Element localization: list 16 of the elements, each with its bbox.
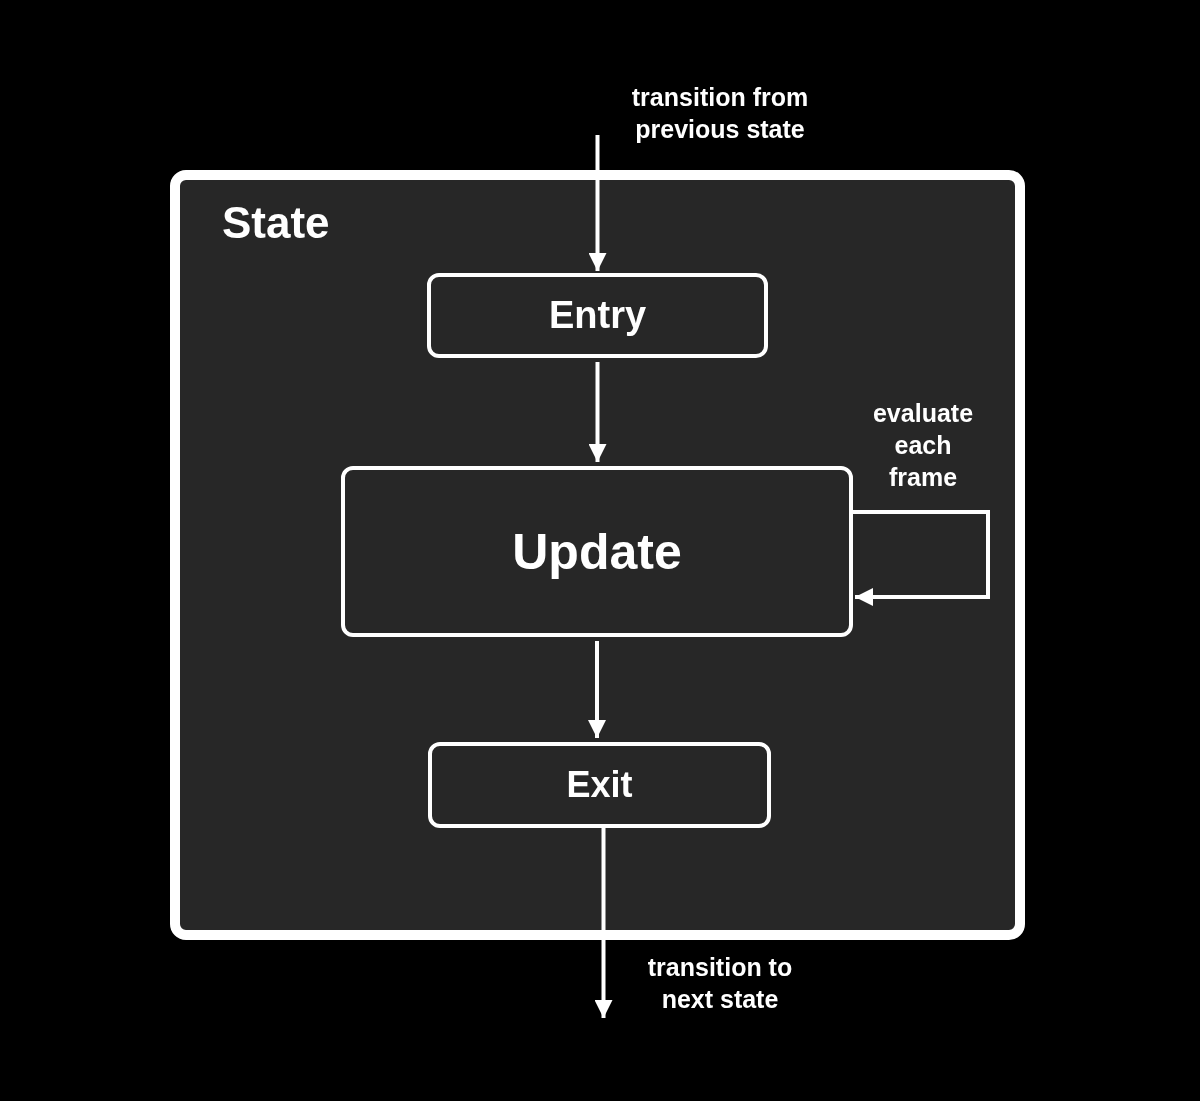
process-box	[427, 273, 768, 358]
edge-label: transition to next state	[646, 952, 794, 1015]
edge-label: evaluate each frame	[871, 398, 975, 493]
arrow	[594, 828, 613, 1018]
loop-arrow	[853, 510, 990, 606]
box-label: Entry	[548, 294, 647, 337]
box-label: Update	[512, 522, 682, 581]
box-label: Exit	[566, 764, 633, 806]
edge-label: transition from previous state	[630, 82, 810, 145]
process-box	[428, 742, 771, 828]
arrow	[588, 641, 606, 738]
arrow	[588, 135, 607, 271]
arrow	[588, 362, 607, 462]
container-heading: State	[222, 198, 330, 248]
state-container	[170, 170, 1025, 940]
process-box	[341, 466, 853, 637]
